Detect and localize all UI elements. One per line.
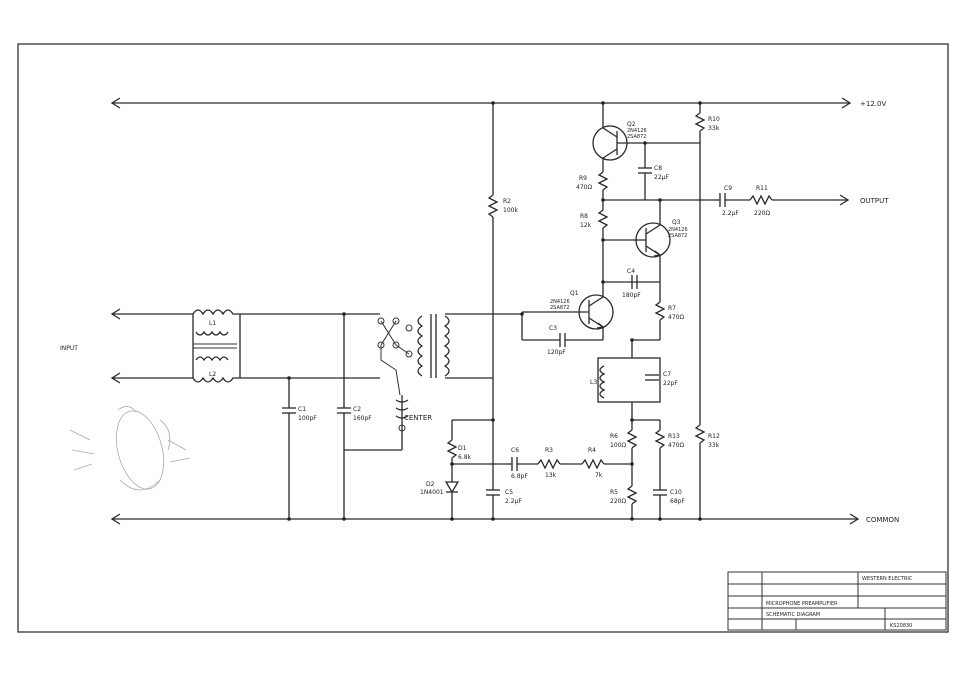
r13-label: R13 bbox=[668, 433, 680, 440]
r7-value: 470Ω bbox=[668, 314, 684, 321]
r7-resistor bbox=[654, 301, 666, 321]
r11-resistor bbox=[749, 194, 773, 206]
title-project: MICROPHONE PREAMPLIFIER bbox=[766, 601, 838, 607]
r10-resistor bbox=[694, 112, 706, 132]
r5-resistor bbox=[626, 485, 638, 505]
pattern-switch bbox=[377, 317, 413, 450]
r2-resistor bbox=[487, 194, 499, 218]
d2-diode bbox=[444, 481, 460, 494]
c1-value: 100pF bbox=[298, 415, 317, 422]
r9-resistor bbox=[597, 171, 609, 191]
q1-type: 2N4126 bbox=[550, 299, 570, 305]
r6-label: R6 bbox=[610, 433, 618, 440]
r6-value: 100Ω bbox=[610, 442, 626, 449]
title-drawing-no: KS20830 bbox=[890, 623, 912, 629]
c2-value: 160pF bbox=[353, 415, 372, 422]
q2-alt: 2SA872 bbox=[627, 134, 646, 140]
title-company: WESTERN ELECTRIC bbox=[862, 576, 913, 582]
d1-value: 6.8k bbox=[458, 454, 472, 461]
r7-label: R7 bbox=[668, 305, 676, 312]
q3-label: Q3 bbox=[672, 219, 681, 226]
r13-resistor bbox=[654, 429, 666, 449]
q3-alt: 2SA872 bbox=[668, 233, 687, 239]
r9-label: R9 bbox=[579, 175, 587, 182]
r4-resistor bbox=[581, 458, 605, 470]
c5-value: 2.2µF bbox=[505, 498, 522, 505]
c8-label: C8 bbox=[654, 165, 662, 172]
title-description: SCHEMATIC DIAGRAM bbox=[766, 612, 820, 618]
coupling-transformer bbox=[417, 314, 450, 378]
d2-value: 1N4001 bbox=[420, 489, 444, 496]
l3-label: L3 bbox=[590, 379, 597, 386]
c10-label: C10 bbox=[670, 489, 682, 496]
c9-value: 2.2µF bbox=[722, 210, 739, 217]
c6-value: 6.8pF bbox=[511, 473, 528, 480]
input-transformer bbox=[192, 309, 241, 383]
r8-value: 12k bbox=[580, 222, 592, 229]
c5-label: C5 bbox=[505, 489, 513, 496]
r3-resistor bbox=[537, 458, 561, 470]
c3-label: C3 bbox=[549, 325, 557, 332]
common-rail-label: COMMON bbox=[866, 516, 899, 524]
c7-value: 22pF bbox=[663, 380, 678, 387]
q3-type: 2N4126 bbox=[668, 227, 688, 233]
c1-label: C1 bbox=[298, 406, 306, 413]
input-label: INPUT bbox=[60, 345, 78, 352]
q1-label: Q1 bbox=[570, 290, 579, 297]
pencil-sketch bbox=[69, 406, 191, 491]
r10-label: R10 bbox=[708, 116, 720, 123]
r8-label: R8 bbox=[580, 213, 588, 220]
d1-resistor bbox=[446, 439, 458, 459]
c6-label: C6 bbox=[511, 447, 519, 454]
r13-value: 470Ω bbox=[668, 442, 684, 449]
output-label: OUTPUT bbox=[860, 197, 889, 205]
l2-label: L2 bbox=[209, 371, 216, 378]
r6-resistor bbox=[626, 429, 638, 449]
l3-inductor bbox=[599, 365, 606, 399]
c2-label: C2 bbox=[353, 406, 361, 413]
r12-label: R12 bbox=[708, 433, 720, 440]
r2-value: 100k bbox=[503, 207, 518, 214]
center-label: CENTER bbox=[404, 414, 432, 422]
r5-value: 220Ω bbox=[610, 498, 626, 505]
c4-value: 180pF bbox=[622, 292, 641, 299]
q1-alt: 2SA872 bbox=[550, 305, 569, 311]
r11-label: R11 bbox=[756, 185, 768, 192]
r4-label: R4 bbox=[588, 447, 596, 454]
r10-value: 33k bbox=[708, 125, 720, 132]
r2-label: R2 bbox=[503, 198, 511, 205]
r11-value: 220Ω bbox=[754, 210, 770, 217]
r12-value: 33k bbox=[708, 442, 720, 449]
r3-value: 13k bbox=[545, 472, 557, 479]
r9-value: 470Ω bbox=[576, 184, 592, 191]
sheet-border bbox=[17, 43, 949, 633]
c4-label: C4 bbox=[627, 268, 635, 275]
q2-type: 2N4126 bbox=[627, 128, 647, 134]
q2-label: Q2 bbox=[627, 121, 636, 128]
title-block bbox=[727, 571, 947, 631]
c8-value: 22µF bbox=[654, 174, 669, 181]
c10-value: 68pF bbox=[670, 498, 685, 505]
junction-dots bbox=[287, 101, 702, 521]
c9-label: C9 bbox=[724, 185, 732, 192]
r3-label: R3 bbox=[545, 447, 553, 454]
top-rail-label: +12.0V bbox=[860, 100, 886, 108]
r12-resistor bbox=[694, 424, 706, 444]
r8-resistor bbox=[597, 209, 609, 229]
c3-value: 120pF bbox=[547, 349, 566, 356]
d1-label: D1 bbox=[458, 445, 467, 452]
c7-label: C7 bbox=[663, 371, 671, 378]
r5-label: R5 bbox=[610, 489, 618, 496]
l1-label: L1 bbox=[209, 320, 216, 327]
r4-value: 7k bbox=[595, 472, 603, 479]
d2-label: D2 bbox=[426, 481, 435, 488]
